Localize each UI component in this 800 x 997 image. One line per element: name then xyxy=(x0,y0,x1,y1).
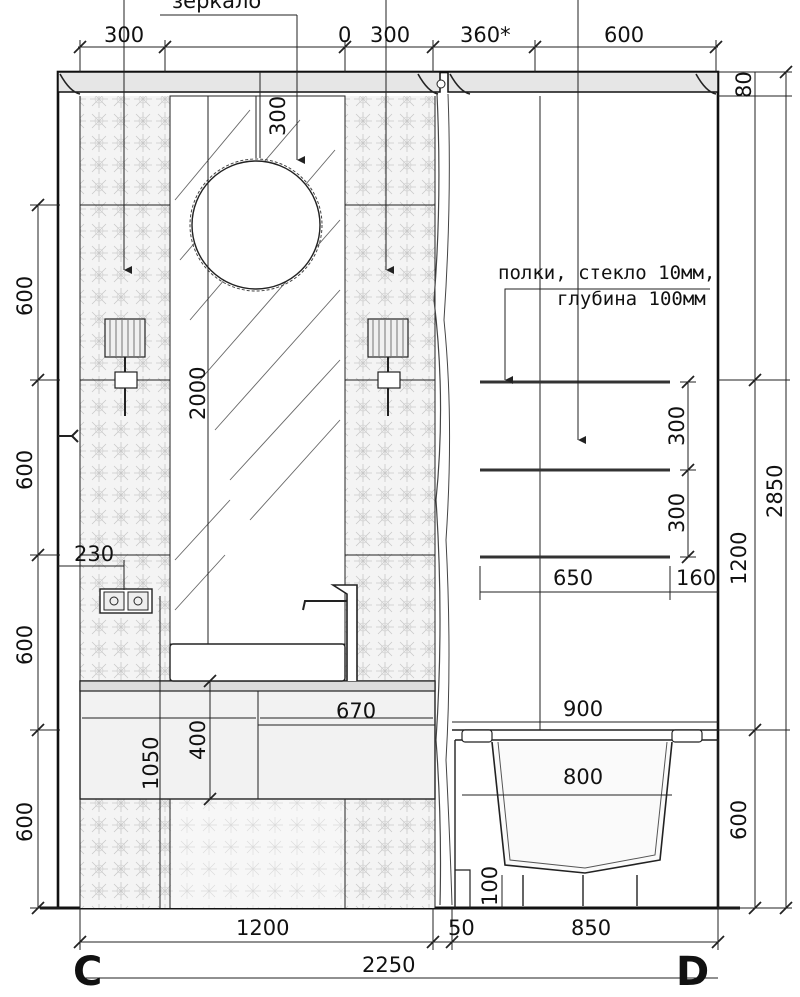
dim-right-1200: 1200 xyxy=(727,532,751,585)
vanity-cabinet xyxy=(79,680,436,800)
dim-vanity-670: 670 xyxy=(336,699,376,723)
bathtub xyxy=(454,729,719,908)
dim-vanity-400: 400 xyxy=(186,720,210,760)
dim-bottom-50: 50 xyxy=(448,916,475,940)
double-socket-icon xyxy=(99,588,153,614)
shelf-note-line2: глубина 100мм xyxy=(557,288,706,310)
dimension-lines xyxy=(30,0,793,979)
wall-sconce-right xyxy=(367,318,409,416)
shower-curtain xyxy=(433,79,453,906)
dim-top-300-left: 300 xyxy=(104,23,144,47)
mirror-panel xyxy=(169,95,346,645)
dim-bath-legs-100: 100 xyxy=(478,866,502,906)
dim-bottom-1200: 1200 xyxy=(236,916,289,940)
view-label-d: D xyxy=(676,949,709,995)
dim-right-2850: 2850 xyxy=(763,465,787,518)
dim-left-600-4: 600 xyxy=(13,802,37,842)
wall-sconce-left xyxy=(104,318,146,416)
view-label-c: C xyxy=(73,949,102,995)
dim-bath-800: 800 xyxy=(563,765,603,789)
dim-bath-900: 900 xyxy=(563,697,603,721)
dim-right-600: 600 xyxy=(727,800,751,840)
dim-shelf-650: 650 xyxy=(553,566,593,590)
dim-bottom-850: 850 xyxy=(571,916,611,940)
dim-mirror-2000: 2000 xyxy=(186,367,210,420)
dim-top-0: 0 xyxy=(338,23,351,47)
dim-left-600-2: 600 xyxy=(13,450,37,490)
dim-top-300-right: 300 xyxy=(370,23,410,47)
dim-top-360: 360* xyxy=(460,23,511,47)
dim-shelf-300-1: 300 xyxy=(665,406,689,446)
dim-cornice-80: 80 xyxy=(732,71,756,98)
glass-shelves xyxy=(480,380,670,559)
mirror-word-label: зеркало xyxy=(172,0,261,13)
shelf-note-line1: полки, стекло 10мм, xyxy=(498,262,715,284)
dim-bottom-2250: 2250 xyxy=(362,953,415,977)
dim-left-600-1: 600 xyxy=(13,276,37,316)
dim-left-600-3: 600 xyxy=(13,625,37,665)
faucet-icon xyxy=(302,584,358,681)
dim-shelf-160: 160 xyxy=(676,566,716,590)
vessel-sink xyxy=(169,643,346,682)
dim-socket-230: 230 xyxy=(74,542,114,566)
dimension-labels: зеркало 300 0 300 360* 600 80 300 2000 6… xyxy=(13,0,787,995)
round-mirror xyxy=(189,96,323,292)
dim-mirror-300: 300 xyxy=(266,96,290,136)
dim-top-600: 600 xyxy=(604,23,644,47)
towel-hook-icon xyxy=(58,429,79,443)
dim-shelf-300-2: 300 xyxy=(665,493,689,533)
dim-vanity-1050: 1050 xyxy=(139,737,163,790)
